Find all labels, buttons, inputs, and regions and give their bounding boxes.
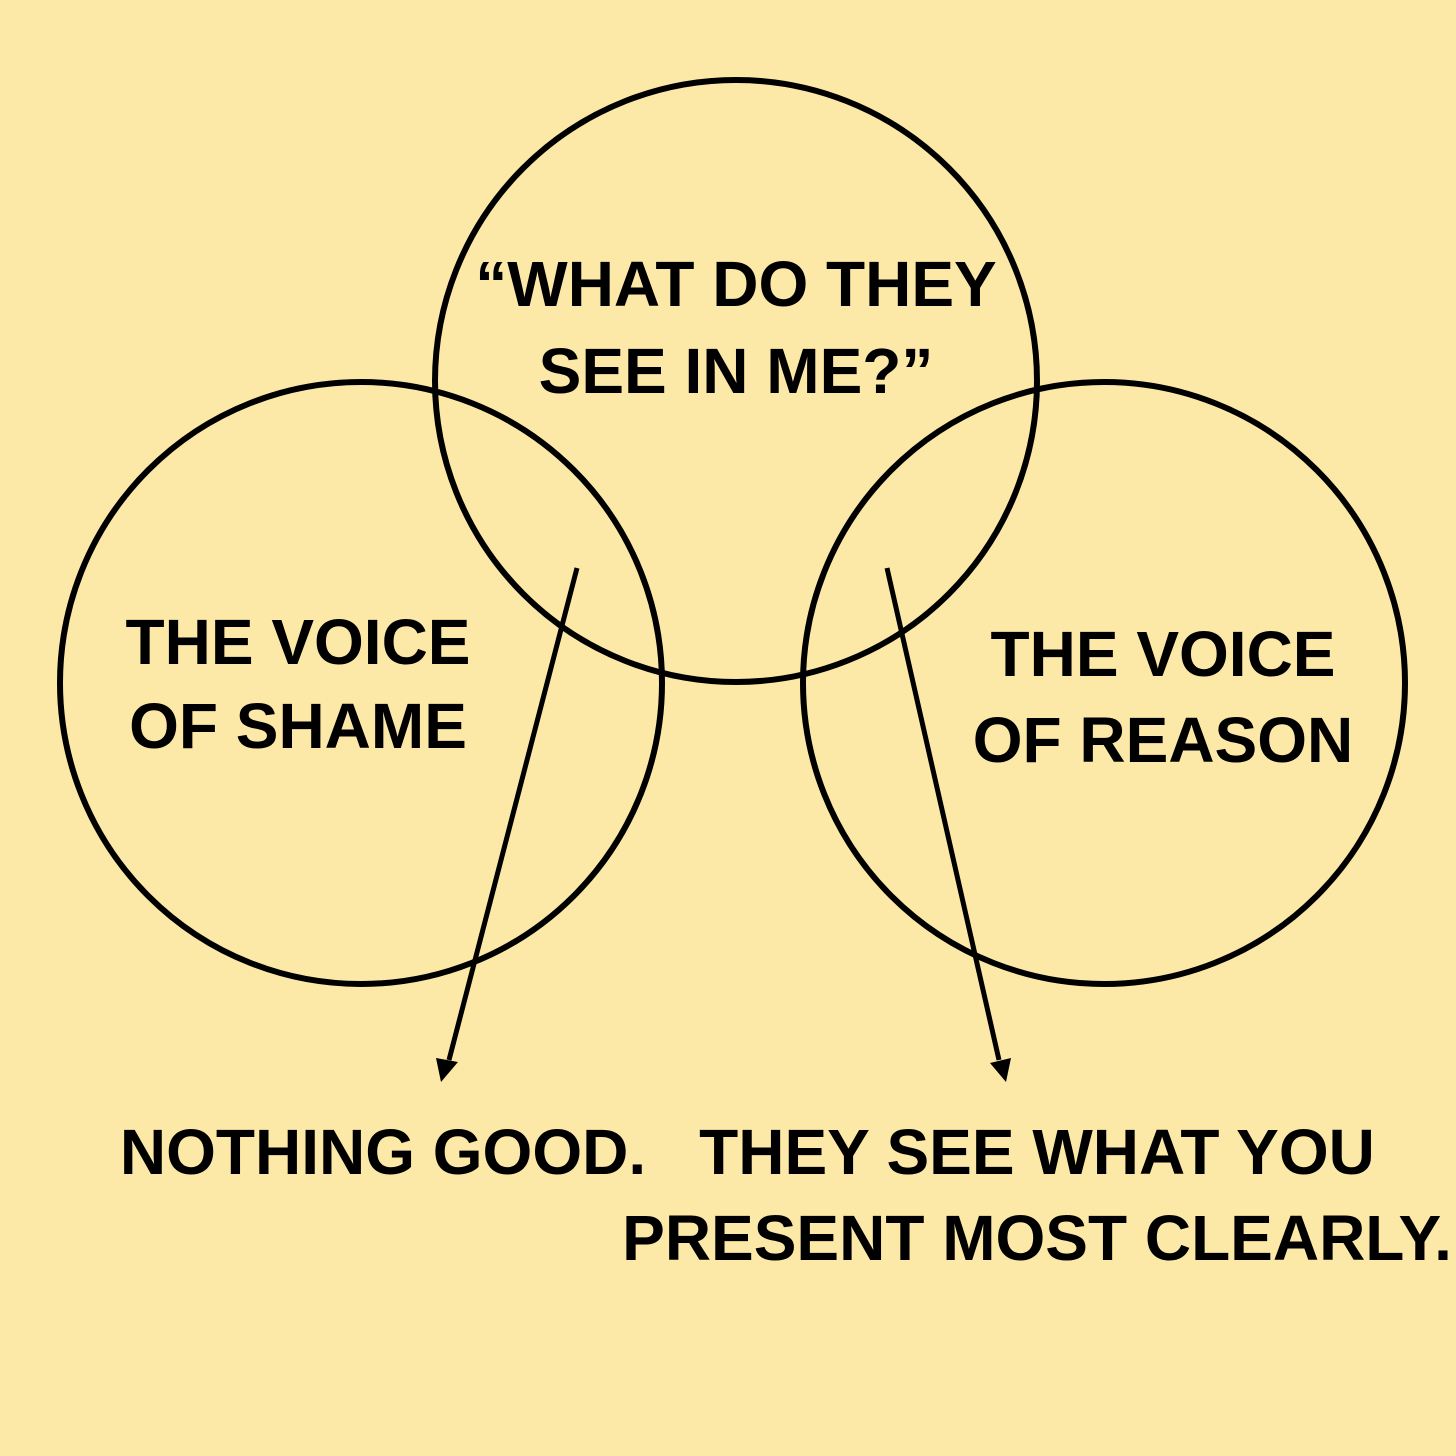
right-circle: [800, 379, 1408, 987]
right-circle-line-1: THE VOICE: [991, 618, 1336, 690]
left-arrow: [436, 567, 580, 1082]
left-circle-line-1: THE VOICE: [126, 606, 471, 678]
left-answer-text: NOTHING GOOD.: [120, 1116, 646, 1188]
right-arrow: [884, 567, 1011, 1082]
top-circle-line-2: SEE IN ME?”: [539, 335, 934, 407]
top-circle-line-1: “WHAT DO THEY: [475, 248, 996, 320]
right-answer-line-1: THEY SEE WHAT YOU: [699, 1116, 1375, 1188]
right-answer-line-2: PRESENT MOST CLEARLY.: [622, 1202, 1452, 1274]
top-circle: [432, 77, 1040, 685]
left-circle-line-2: OF SHAME: [129, 690, 467, 762]
left-circle: [57, 379, 665, 987]
right-circle-line-2: OF REASON: [973, 704, 1353, 776]
